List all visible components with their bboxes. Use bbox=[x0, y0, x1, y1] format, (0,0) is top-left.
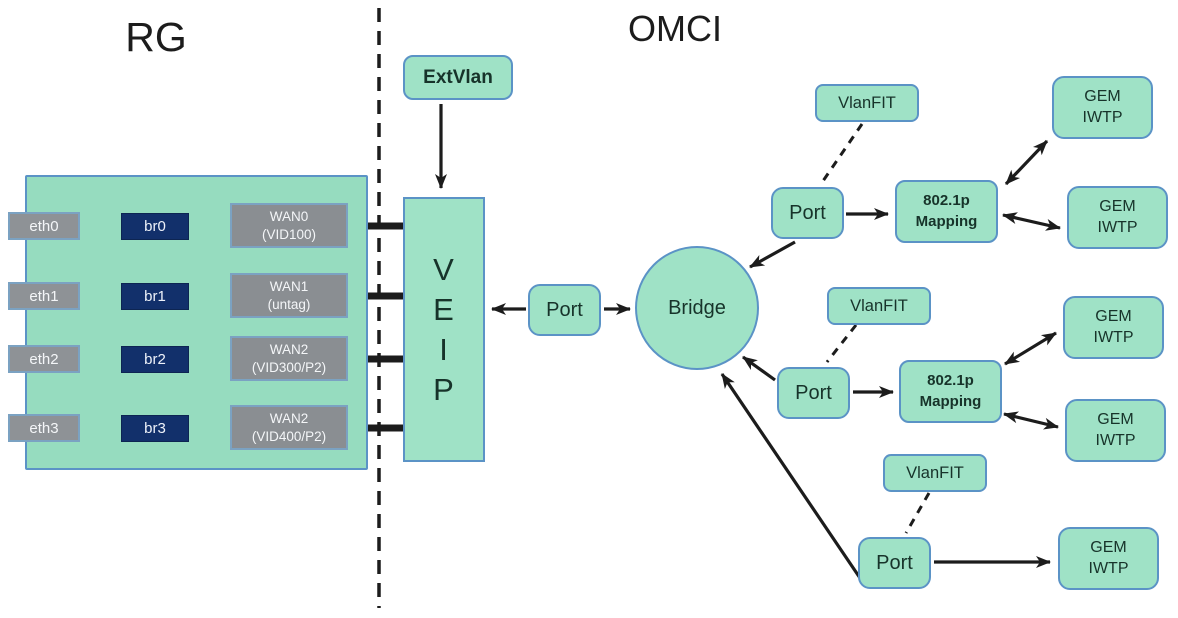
veip-letter-v: V bbox=[433, 251, 455, 287]
bridge-node: Bridge bbox=[635, 246, 759, 370]
eth3-box: eth3 bbox=[8, 414, 80, 442]
gem1-line1: GEM bbox=[1084, 87, 1121, 105]
gem4-box: GEM IWTP bbox=[1065, 399, 1166, 462]
gem5-line2: IWTP bbox=[1088, 559, 1129, 577]
vlanfit1-box: VlanFIT bbox=[815, 84, 919, 122]
port3-label: Port bbox=[876, 551, 913, 574]
gem3-line1: GEM bbox=[1095, 307, 1132, 325]
br1-box: br1 bbox=[121, 283, 189, 310]
omci-section-title: OMCI bbox=[628, 8, 722, 49]
gem3-line2: IWTP bbox=[1093, 328, 1134, 346]
vlanfit3-port3-dashed bbox=[904, 492, 931, 534]
wan2b-box: WAN2 (VID400/P2) bbox=[230, 405, 348, 450]
gem4-line2: IWTP bbox=[1095, 431, 1136, 449]
bridge-label: Bridge bbox=[668, 296, 726, 319]
mapping1-line2: Mapping bbox=[915, 212, 978, 230]
port2-box: Port bbox=[777, 367, 850, 419]
mapping2-line1: 802.1p bbox=[927, 372, 974, 390]
mapping2-line2: Mapping bbox=[919, 392, 982, 410]
port1-label: Port bbox=[789, 201, 826, 224]
port3-box: Port bbox=[858, 537, 931, 589]
gem4-line1: GEM bbox=[1097, 410, 1134, 428]
vlanfit1-port1-dashed bbox=[821, 123, 864, 182]
vlanfit-port-links bbox=[821, 123, 931, 534]
wan0-box: WAN0 (VID100) bbox=[230, 203, 348, 248]
vlanfit3-box: VlanFIT bbox=[883, 454, 987, 492]
port1-bridge-arrow bbox=[749, 240, 796, 269]
br1-label: br1 bbox=[144, 288, 166, 305]
br0-box: br0 bbox=[121, 213, 189, 240]
vlanfit2-port2-dashed bbox=[825, 324, 858, 363]
wan0-name: WAN0 bbox=[269, 208, 309, 224]
mapping2-gem3-arrow bbox=[1004, 331, 1057, 366]
port2-label: Port bbox=[795, 381, 832, 404]
port-veip-label: Port bbox=[546, 298, 583, 321]
port3-bridge-arrow bbox=[720, 373, 862, 579]
veip-letter-e: E bbox=[433, 291, 455, 327]
arrow-links bbox=[435, 104, 1061, 579]
wan2b-vid: (VID400/P2) bbox=[251, 428, 327, 444]
vlanfit3-label: VlanFIT bbox=[906, 463, 964, 482]
mapping1-gem2-arrow bbox=[1002, 212, 1061, 231]
wan1-vid: (untag) bbox=[267, 296, 311, 312]
port1-box: Port bbox=[771, 187, 844, 239]
wan0-vid: (VID100) bbox=[261, 226, 317, 242]
wan2b-name: WAN2 bbox=[269, 410, 309, 426]
gem1-line2: IWTP bbox=[1082, 108, 1123, 126]
rg-section-title: RG bbox=[125, 14, 187, 60]
port2-bridge-arrow bbox=[742, 355, 776, 382]
gem2-box: GEM IWTP bbox=[1067, 186, 1168, 249]
eth1-box: eth1 bbox=[8, 282, 80, 310]
br3-label: br3 bbox=[144, 420, 166, 437]
br2-label: br2 bbox=[144, 351, 166, 368]
eth1-label: eth1 bbox=[29, 287, 59, 305]
mapping2-gem4-arrow bbox=[1003, 411, 1059, 430]
port-veip-box: Port bbox=[528, 284, 601, 336]
veip-letter-i: I bbox=[439, 331, 449, 367]
eth0-box: eth0 bbox=[8, 212, 80, 240]
br0-label: br0 bbox=[144, 218, 166, 235]
veip-letter-p: P bbox=[433, 371, 455, 407]
wan2a-name: WAN2 bbox=[269, 341, 309, 357]
mapping1-gem1-arrow bbox=[1004, 139, 1049, 186]
veip-box: V E I P bbox=[403, 197, 485, 462]
gem3-box: GEM IWTP bbox=[1063, 296, 1164, 359]
wan2a-box: WAN2 (VID300/P2) bbox=[230, 336, 348, 381]
vlanfit2-box: VlanFIT bbox=[827, 287, 931, 325]
wan1-box: WAN1 (untag) bbox=[230, 273, 348, 318]
eth0-label: eth0 bbox=[29, 217, 59, 235]
eth3-label: eth3 bbox=[29, 419, 59, 437]
gem1-box: GEM IWTP bbox=[1052, 76, 1153, 139]
gem5-box: GEM IWTP bbox=[1058, 527, 1159, 590]
eth2-box: eth2 bbox=[8, 345, 80, 373]
gem2-line2: IWTP bbox=[1097, 218, 1138, 236]
eth2-label: eth2 bbox=[29, 350, 59, 368]
wan2a-vid: (VID300/P2) bbox=[251, 359, 327, 375]
gem5-line1: GEM bbox=[1090, 538, 1127, 556]
mapping2-box: 802.1p Mapping bbox=[899, 360, 1002, 423]
vlanfit1-label: VlanFIT bbox=[838, 93, 896, 112]
gem2-line1: GEM bbox=[1099, 197, 1136, 215]
extvlan-box: ExtVlan bbox=[403, 55, 513, 100]
br2-box: br2 bbox=[121, 346, 189, 373]
extvlan-label: ExtVlan bbox=[423, 66, 493, 88]
mapping1-line1: 802.1p bbox=[923, 192, 970, 210]
br3-box: br3 bbox=[121, 415, 189, 442]
mapping1-box: 802.1p Mapping bbox=[895, 180, 998, 243]
wan1-name: WAN1 bbox=[269, 278, 309, 294]
vlanfit2-label: VlanFIT bbox=[850, 296, 908, 315]
